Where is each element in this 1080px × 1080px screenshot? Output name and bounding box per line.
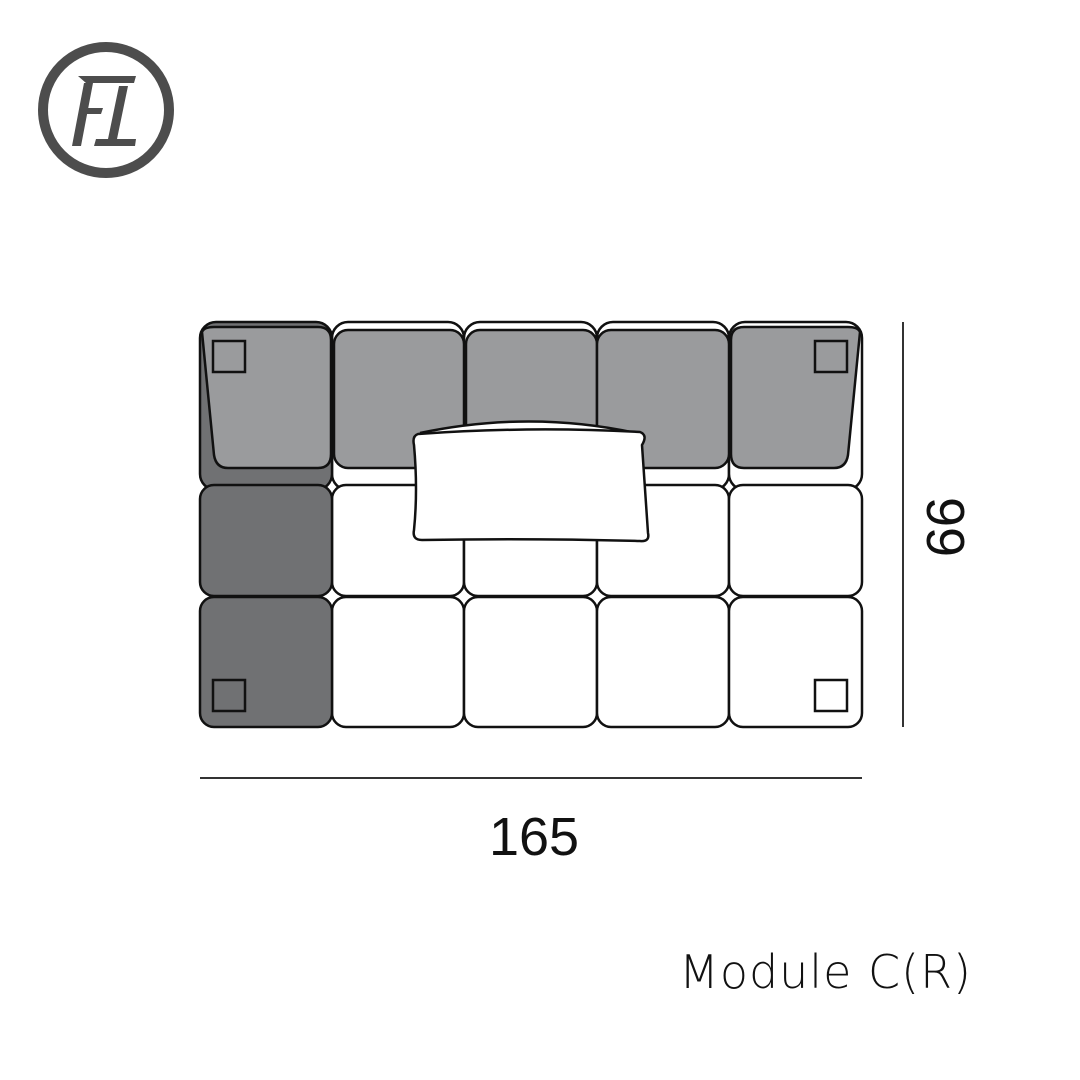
width-label: 165 xyxy=(488,807,580,867)
logo xyxy=(38,42,174,178)
depth-label: 99 xyxy=(915,496,975,558)
sofa-plan xyxy=(198,320,864,729)
pillow xyxy=(412,420,650,543)
module-caption: Module C(R) xyxy=(679,945,972,999)
